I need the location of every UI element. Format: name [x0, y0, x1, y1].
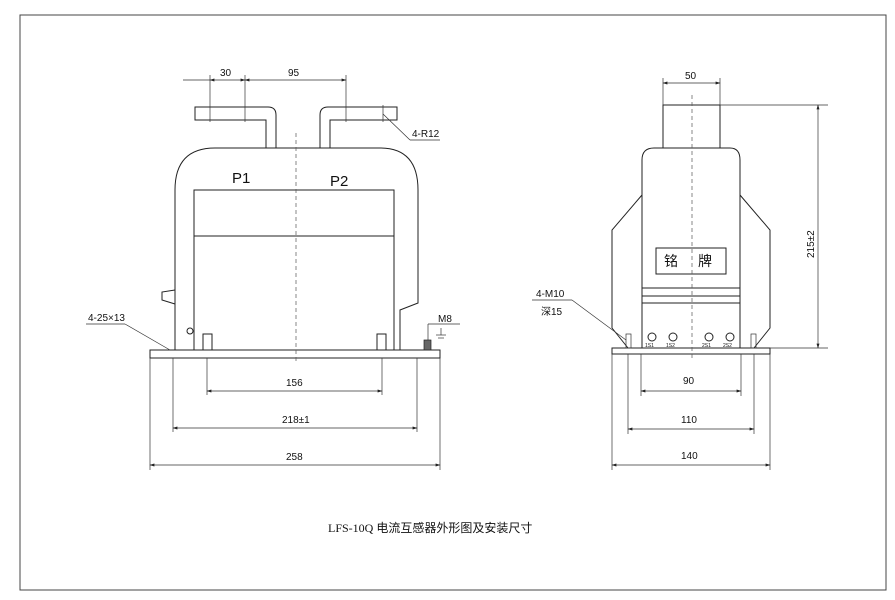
depth-label: 深15: [541, 306, 563, 318]
nameplate-char-2: 牌: [698, 253, 712, 269]
terminal-bar-right: [319, 106, 398, 149]
terminal-2s2-label: 2S2: [723, 343, 732, 349]
nameplate-char-1: 铭: [664, 253, 678, 269]
side-base-plate: [611, 347, 771, 355]
dim-218-label: 218±1: [282, 415, 310, 426]
nameplate: [655, 247, 727, 275]
terminal-p1-label: P1: [232, 170, 250, 187]
ground-bolt: [423, 339, 432, 351]
hole-label: 4-R12: [412, 129, 440, 140]
dim-90-label: 90: [683, 376, 695, 387]
terminal-1s2-label: 1S2: [666, 343, 675, 349]
dim-50-label: 50: [685, 71, 697, 82]
ground-label: M8: [438, 314, 452, 325]
front-body-outline: [174, 147, 419, 350]
front-inner-window: [193, 189, 395, 351]
side-view: 铭 牌 1S1 1S2 2S1 2S2 4-M10 深15 50: [532, 71, 828, 470]
height-label: 215±2: [806, 230, 817, 258]
side-top-stem: [662, 104, 721, 149]
secondary-terminals: 1S1 1S2 2S1 2S2: [645, 332, 735, 349]
thread-label: 4-M10: [536, 289, 565, 300]
drawing-caption: LFS-10Q 电流互感器外形图及安装尺寸: [328, 520, 532, 535]
terminal-p2-label: P2: [330, 173, 348, 190]
front-view: 30 95 4-R12 P1 P2 M8 4-25×13 156: [86, 68, 460, 470]
terminal-bar-left: [194, 106, 277, 149]
dim-30-label: 30: [220, 68, 232, 79]
terminal-2s1-label: 2S1: [702, 343, 711, 349]
dim-258-label: 258: [286, 452, 303, 463]
terminal-1s1-label: 1S1: [645, 343, 654, 349]
drawing-border: [19, 14, 887, 591]
dim-156-label: 156: [286, 378, 303, 389]
dim-110-label: 110: [681, 415, 697, 426]
dim-95-label: 95: [288, 68, 300, 79]
slot-label: 4-25×13: [88, 313, 125, 324]
front-base-plate: [149, 349, 441, 359]
dim-140-label: 140: [681, 451, 698, 462]
